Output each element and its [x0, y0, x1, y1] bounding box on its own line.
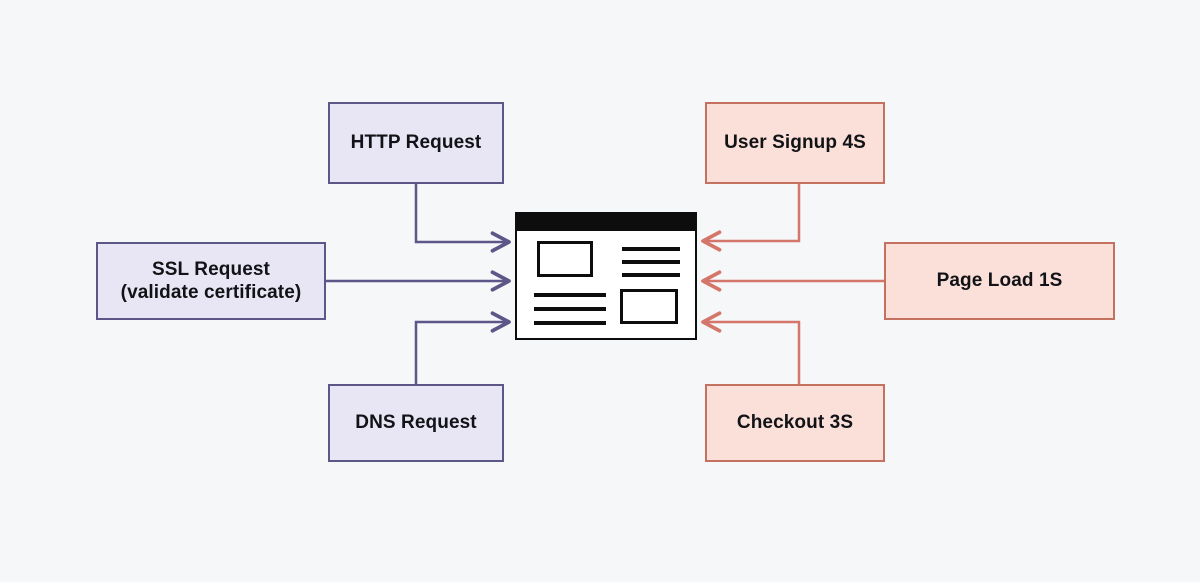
- node-checkout-label: Checkout 3S: [736, 412, 854, 434]
- connector-checkout: [701, 311, 801, 384]
- content-text-line: [534, 307, 606, 311]
- node-checkout[interactable]: Checkout 3S: [705, 384, 885, 462]
- content-image-block-top-left: [537, 241, 593, 277]
- content-text-line: [622, 247, 680, 251]
- content-image-block-bottom-right: [620, 289, 678, 324]
- content-text-line: [622, 260, 680, 264]
- node-http-request[interactable]: HTTP Request: [328, 102, 504, 184]
- content-text-line: [622, 273, 680, 277]
- browser-content-area: [517, 231, 695, 338]
- node-ssl-request-label: SSL Request (validate certificate): [120, 258, 302, 303]
- content-text-line: [534, 321, 606, 325]
- browser-title-bar-icon: [517, 214, 695, 231]
- node-user-signup-label: User Signup 4S: [724, 132, 866, 154]
- node-dns-request-label: DNS Request: [355, 412, 477, 434]
- web-page-icon[interactable]: [515, 212, 697, 340]
- connector-user-signup: [701, 184, 801, 252]
- connector-dns-request: [414, 311, 511, 384]
- node-ssl-request[interactable]: SSL Request (validate certificate): [96, 242, 326, 320]
- node-dns-request[interactable]: DNS Request: [328, 384, 504, 462]
- connector-http-request: [414, 184, 511, 253]
- node-http-request-label: HTTP Request: [350, 132, 482, 154]
- node-page-load-label: Page Load 1S: [936, 270, 1063, 292]
- node-user-signup[interactable]: User Signup 4S: [705, 102, 885, 184]
- node-page-load[interactable]: Page Load 1S: [884, 242, 1115, 320]
- content-text-line: [534, 293, 606, 297]
